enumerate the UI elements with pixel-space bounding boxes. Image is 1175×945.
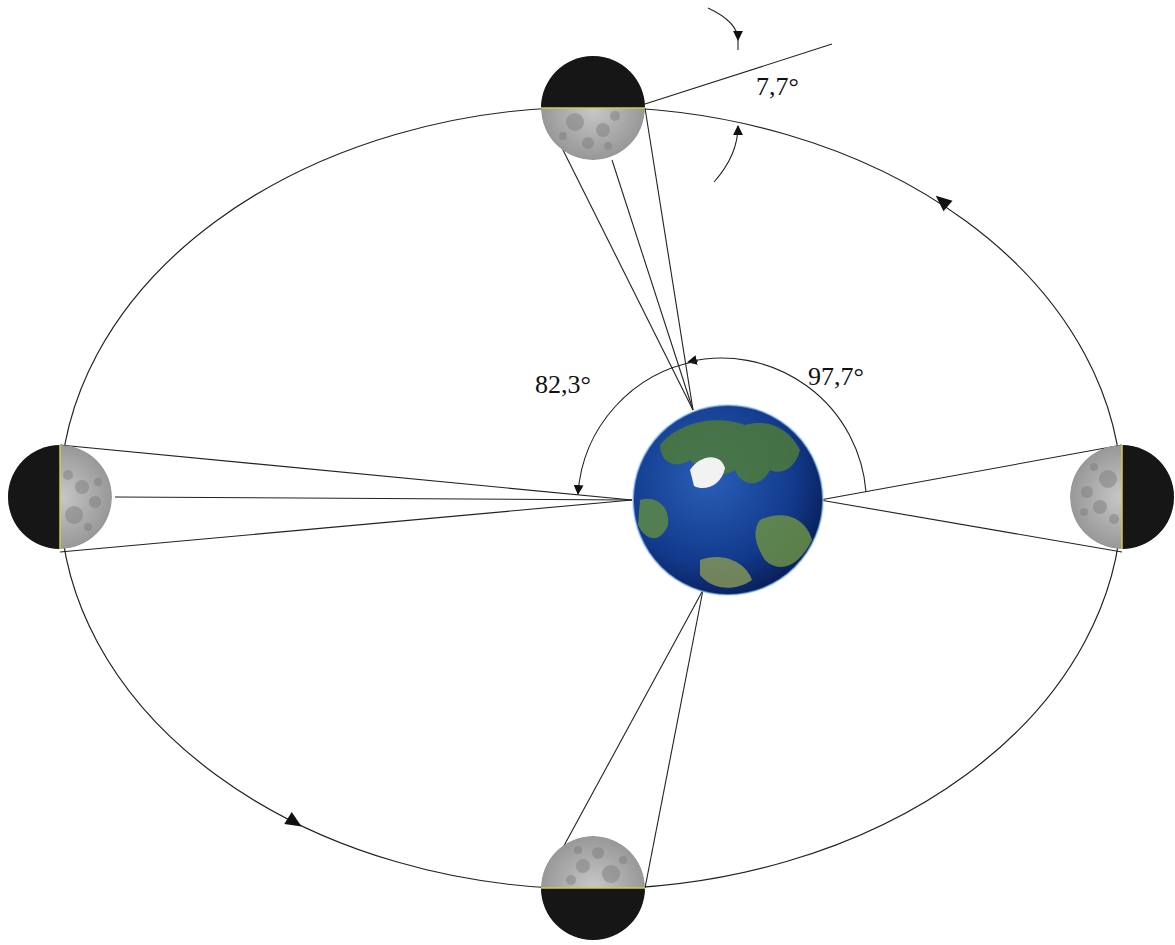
drawing-part	[89, 496, 101, 508]
drawing-part	[1070, 445, 1174, 549]
drawing-part	[619, 856, 627, 864]
drawing-part	[541, 56, 645, 160]
drawing-part	[576, 859, 590, 873]
sight-line	[645, 590, 703, 888]
drawing-part	[582, 137, 594, 149]
drawing-part	[75, 480, 89, 494]
drawing-part	[660, 420, 800, 483]
drawing-part	[1099, 470, 1117, 488]
drawing-part	[284, 812, 305, 832]
drawing-part	[574, 846, 582, 854]
orbit-direction-arrows	[284, 190, 952, 832]
drawing-part	[708, 8, 738, 40]
sight-line	[115, 497, 632, 500]
earth-globe	[633, 405, 823, 595]
drawing-part	[8, 445, 112, 549]
moon	[541, 836, 645, 940]
drawing-part	[633, 405, 823, 595]
sight-lines	[60, 108, 1122, 888]
sight-line	[60, 445, 632, 500]
drawing-part	[578, 361, 698, 494]
sight-line	[60, 500, 632, 552]
drawing-part	[931, 190, 952, 211]
drawing-part	[645, 44, 832, 104]
drawing-part	[8, 445, 112, 549]
drawing-part	[592, 847, 604, 859]
drawing-part	[59, 445, 61, 549]
drawing-part	[1080, 508, 1088, 516]
drawing-part	[1121, 445, 1123, 549]
drawing-part	[604, 142, 612, 150]
moon	[1070, 445, 1174, 549]
drawing-part	[541, 56, 645, 108]
drawing-part	[541, 888, 645, 940]
drawing-part	[541, 107, 645, 109]
drawing-part	[566, 875, 576, 885]
drawing-part	[1070, 445, 1174, 549]
drawing-part	[566, 113, 584, 131]
drawing-part	[596, 123, 610, 137]
moon-phases	[8, 56, 1174, 940]
drawing-part	[63, 470, 73, 480]
drawing-part	[700, 557, 752, 588]
moon	[541, 56, 645, 160]
drawing-part	[737, 40, 738, 50]
drawing-part	[1122, 445, 1174, 549]
drawing-part	[94, 478, 102, 486]
orbit-ellipse	[60, 107, 1122, 889]
drawing-part	[84, 523, 92, 531]
drawing-part	[65, 506, 83, 524]
drawing-part	[541, 836, 645, 940]
drawing-part	[60, 107, 1122, 889]
drawing-part	[1090, 463, 1098, 471]
drawing-part	[688, 358, 866, 492]
drawing-part	[638, 499, 668, 538]
drawing-part	[633, 405, 823, 595]
moon	[8, 445, 112, 549]
drawing-part	[541, 56, 645, 160]
drawing-part	[559, 132, 567, 140]
drawing-part	[8, 445, 60, 549]
sight-line	[645, 108, 693, 410]
drawing-part	[602, 865, 620, 883]
drawing-part	[1109, 514, 1119, 524]
angle-arcs	[578, 8, 866, 494]
angle-label: 7,7°	[756, 74, 799, 100]
drawing-part	[1081, 486, 1093, 498]
drawing-part	[541, 887, 645, 889]
drawing-part	[690, 457, 725, 488]
drawing-part	[1093, 500, 1107, 514]
drawing-part	[714, 126, 738, 182]
sight-line	[541, 590, 703, 888]
angle-label: 97,7°	[808, 364, 864, 390]
drawing-part	[541, 836, 645, 940]
drawing-part	[610, 111, 620, 121]
sight-line	[612, 160, 693, 410]
angle-label: 82,3°	[535, 372, 591, 398]
